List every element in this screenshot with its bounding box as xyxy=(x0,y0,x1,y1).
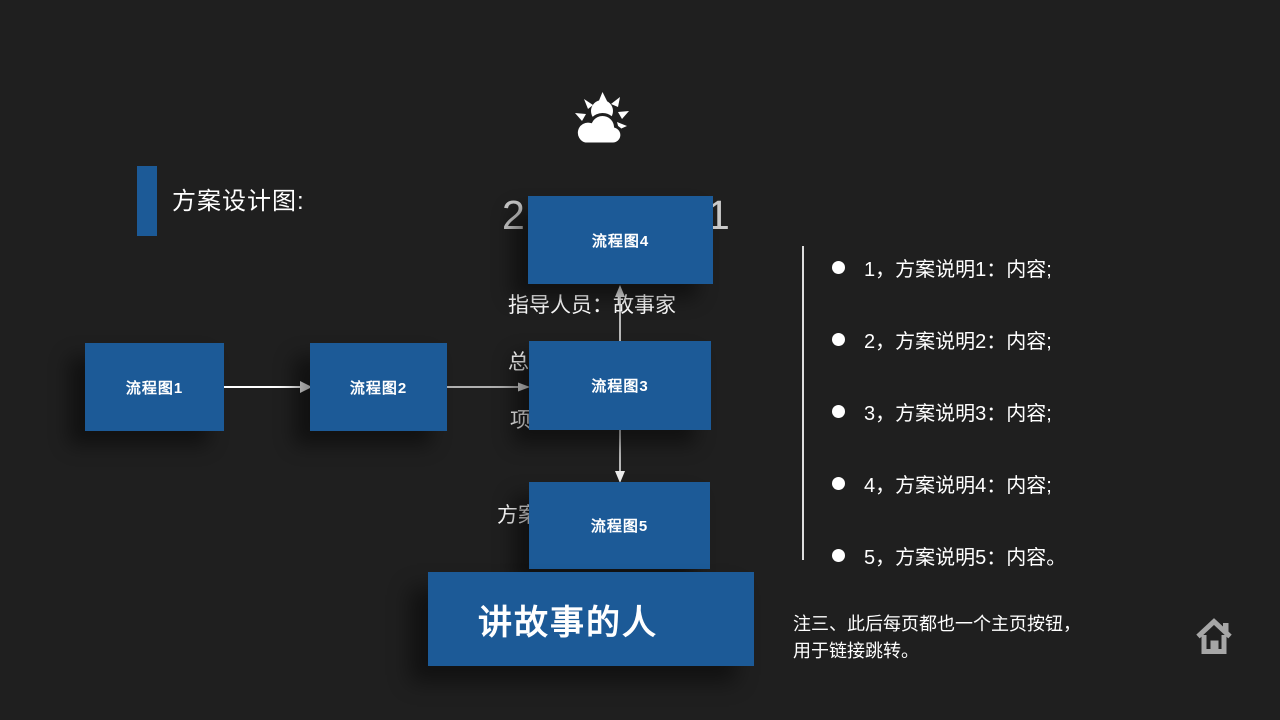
circle-bullet xyxy=(832,548,845,562)
arrow-box2-to-box3 xyxy=(447,382,530,392)
note-item-text: 4，方案说明4：内容; xyxy=(864,474,1052,497)
note-item-text: 1，方案说明1：内容; xyxy=(864,258,1052,281)
flow-box-5: 流程图5 xyxy=(529,482,710,569)
circle-bullet xyxy=(832,404,845,418)
list-item: 4，方案说明4：内容; xyxy=(832,469,1052,497)
flow-box-4-label: 流程图4 xyxy=(591,232,650,250)
storyteller-banner-label: 讲故事的人 xyxy=(478,603,658,642)
arrow-box3-to-box4 xyxy=(615,285,625,342)
note-item-text: 2，方案说明2：内容; xyxy=(864,330,1052,353)
note-item-text: 5，方案说明5：内容。 xyxy=(864,546,1067,569)
slide-title-fragment-left: 2 xyxy=(502,192,525,238)
home-icon xyxy=(1196,618,1232,654)
circle-bullet xyxy=(832,476,845,490)
note-item-text: 3，方案说明3：内容; xyxy=(864,402,1052,425)
flow-box-2-label: 流程图2 xyxy=(349,379,408,397)
leader-line-fragment-4: 方案 xyxy=(497,504,539,527)
flow-box-4: 流程图4 xyxy=(528,196,713,284)
flow-box-1-label: 流程图1 xyxy=(125,379,184,397)
flow-box-1: 流程图1 xyxy=(85,343,224,431)
header-accent-bar xyxy=(137,166,157,236)
list-item: 2，方案说明2：内容; xyxy=(832,325,1052,353)
notes-divider-line xyxy=(802,246,804,560)
flow-box-3: 流程图3 xyxy=(529,341,711,430)
list-item: 3，方案说明3：内容; xyxy=(832,397,1052,425)
list-item: 1，方案说明1：内容; xyxy=(832,253,1052,281)
leader-line-instructor: 指导人员：故事家 xyxy=(508,294,676,317)
footnote: 注三、此后每页都也一个主页按钮， 用于链接跳转。 xyxy=(793,611,1081,665)
storyteller-banner: 讲故事的人 xyxy=(428,572,754,666)
arrow-box3-to-box5 xyxy=(615,430,625,483)
flow-box-5-label: 流程图5 xyxy=(590,518,649,535)
circle-bullet xyxy=(832,332,845,346)
footnote-line-1: 注三、此后每页都也一个主页按钮， xyxy=(793,614,1081,634)
sun-behind-cloud-icon xyxy=(574,92,629,146)
circle-bullet xyxy=(832,260,845,274)
footnote-line-2: 用于链接跳转。 xyxy=(793,641,919,661)
arrow-box1-to-box2 xyxy=(224,381,312,393)
leader-line-fragment-2: 总 xyxy=(508,351,529,374)
flow-box-3-label: 流程图3 xyxy=(591,378,649,395)
list-item: 5，方案说明5：内容。 xyxy=(832,541,1066,569)
flow-box-2: 流程图2 xyxy=(310,343,447,431)
section-title: 方案设计图: xyxy=(172,188,305,215)
leader-line-fragment-3: 项 xyxy=(510,409,531,432)
home-button[interactable] xyxy=(1191,614,1237,660)
